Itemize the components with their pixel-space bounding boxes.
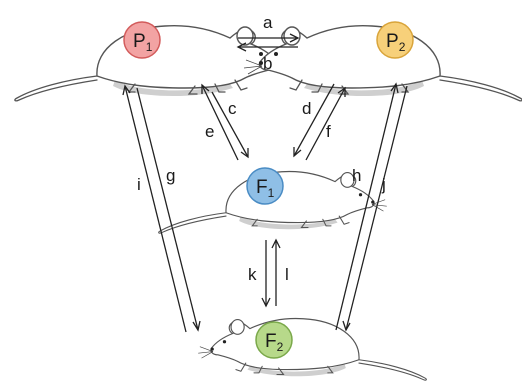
- badge-p1-circle: [123, 21, 161, 59]
- arrow-a: [238, 33, 300, 43]
- arrow-k: [261, 240, 271, 308]
- label-e: e: [205, 122, 214, 141]
- arrow-h: [335, 82, 399, 331]
- badge-f2-circle: [255, 321, 293, 359]
- badge-f2-letter: F: [265, 331, 277, 352]
- svg-text:F1: F1: [256, 177, 275, 200]
- badge-p2-circle: [376, 21, 414, 59]
- label-d: d: [302, 99, 311, 118]
- badge-p1-letter: P: [133, 31, 146, 52]
- label-j: j: [381, 175, 386, 194]
- svg-text:F2: F2: [265, 331, 284, 354]
- label-i: i: [137, 175, 141, 194]
- badge-f1-sub: 1: [268, 186, 275, 200]
- badge-f2: F2: [255, 321, 293, 359]
- label-b: b: [263, 54, 272, 73]
- svg-text:P1: P1: [133, 31, 153, 54]
- badge-p2-letter: P: [386, 31, 399, 52]
- label-k: k: [248, 265, 257, 284]
- badge-f1-circle: [246, 167, 284, 205]
- mouse-f2: [197, 317, 427, 381]
- arrow-b: [236, 42, 298, 52]
- label-l: l: [285, 265, 289, 284]
- badge-f2-sub: 2: [277, 340, 284, 354]
- svg-text:P2: P2: [386, 31, 406, 54]
- badge-f1-letter: F: [256, 177, 268, 198]
- arrow-j: [342, 85, 408, 332]
- badge-p1: P1: [123, 21, 161, 59]
- badge-p1-sub: 1: [146, 40, 153, 54]
- arrow-d: [293, 83, 335, 158]
- arrow-i: [122, 84, 187, 333]
- arrow-l: [271, 238, 281, 306]
- label-a: a: [263, 13, 273, 32]
- label-c: c: [228, 99, 237, 118]
- badge-p2: P2: [376, 21, 414, 59]
- arrow-c: [211, 91, 249, 159]
- arrow-e: [201, 83, 239, 161]
- label-f: f: [326, 122, 331, 141]
- label-h: h: [352, 166, 361, 185]
- arrow-f: [305, 86, 346, 161]
- label-g: g: [166, 166, 175, 185]
- badge-f1: F1: [246, 167, 284, 205]
- arrow-g: [136, 87, 201, 332]
- badge-p2-sub: 2: [399, 40, 406, 54]
